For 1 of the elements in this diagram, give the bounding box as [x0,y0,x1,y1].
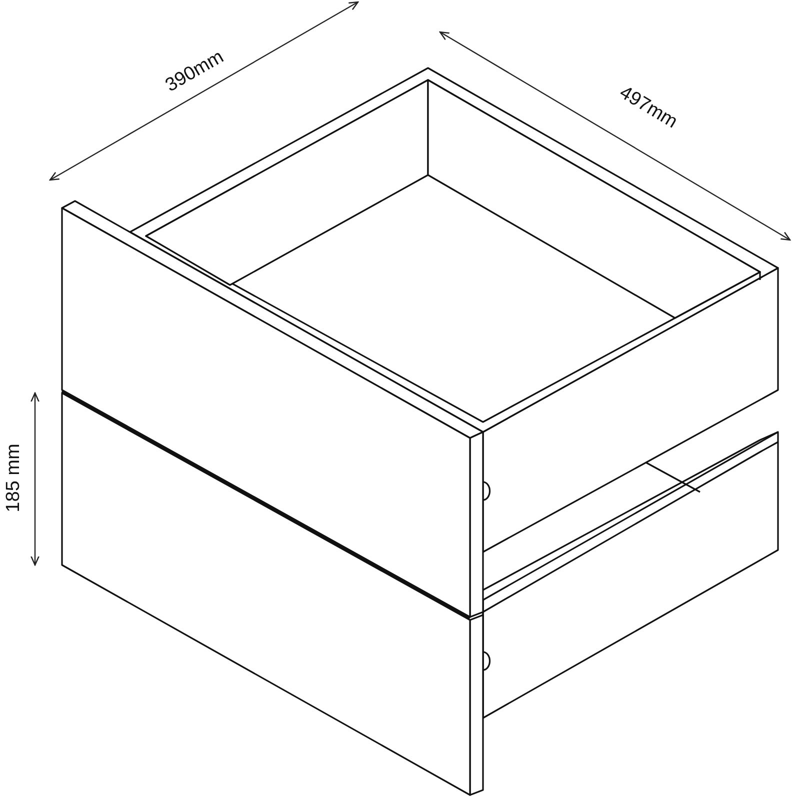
dimension-label: 185 mm [2,444,25,512]
